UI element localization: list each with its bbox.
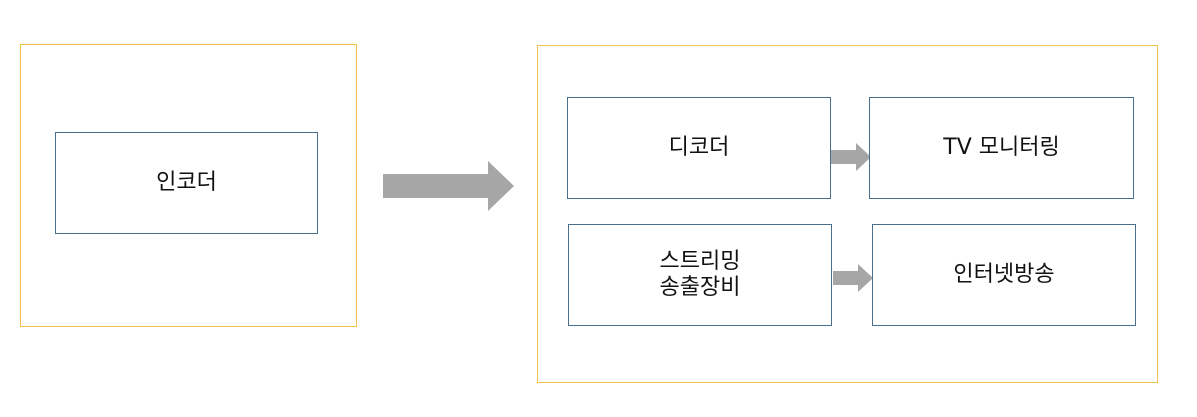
decoder-to-tv-arrow	[831, 143, 871, 171]
decoder-label: 디코더	[668, 134, 730, 160]
internet-broadcast-label: 인터넷방송	[953, 261, 1055, 287]
decoder-to-tv-arrow-shape	[831, 143, 871, 171]
tv-monitoring-node: TV 모니터링	[869, 97, 1134, 199]
encoder-node: 인코더	[55, 132, 318, 234]
decoder-node: 디코더	[567, 97, 831, 199]
tv-monitoring-label: TV 모니터링	[943, 134, 1060, 160]
main-flow-arrow	[383, 161, 514, 211]
streaming-equipment-node: 스트리밍 송출장비	[568, 224, 832, 326]
streaming-equipment-label: 스트리밍 송출장비	[659, 248, 741, 300]
streaming-to-internet-arrow	[833, 264, 873, 292]
streaming-to-internet-arrow-shape	[833, 264, 873, 292]
output-group	[537, 45, 1158, 383]
internet-broadcast-node: 인터넷방송	[872, 224, 1136, 326]
main-flow-arrow-shape	[383, 161, 514, 211]
encoder-label: 인코더	[156, 169, 217, 195]
